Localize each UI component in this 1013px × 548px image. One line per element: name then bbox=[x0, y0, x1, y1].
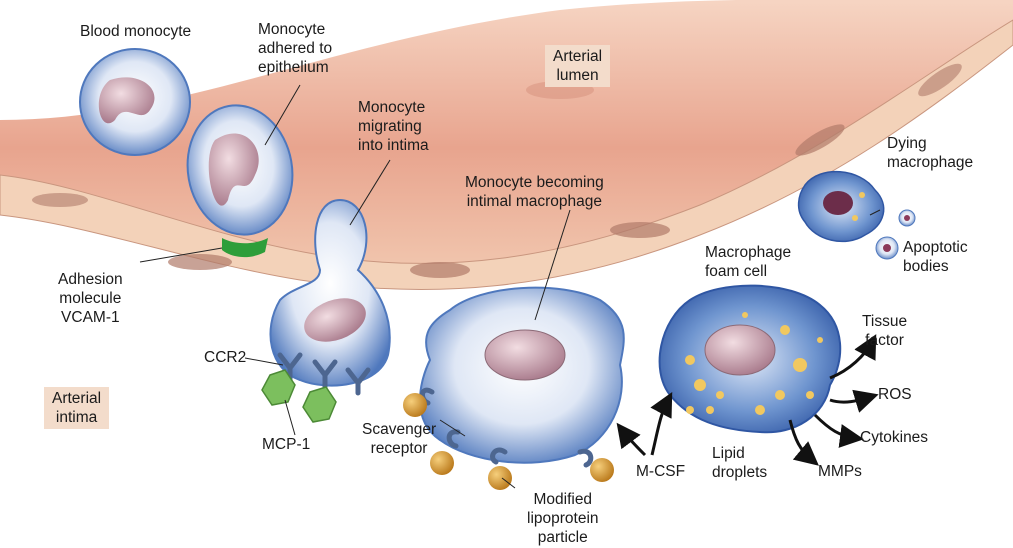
leader-lines bbox=[139, 84, 881, 489]
label-arterial-lumen: Arterial lumen bbox=[545, 45, 611, 87]
lipid-droplets bbox=[685, 312, 823, 415]
foam-cell bbox=[658, 284, 842, 434]
vcam1-adhesion-molecule bbox=[222, 238, 268, 258]
adhered-monocyte-cell bbox=[186, 104, 294, 258]
label-ccr2: CCR2 bbox=[204, 349, 247, 366]
label-arterial-intima: Arterial intima bbox=[44, 387, 110, 429]
label-mcsf: M-CSF bbox=[636, 463, 686, 480]
mcp1-chemokines bbox=[261, 369, 337, 423]
label-monocyte-adhered: Monocyte adhered to epithelium bbox=[258, 21, 333, 76]
dying-macrophage-cell bbox=[797, 171, 885, 243]
label-apoptotic-bodies: Apoptotic bodies bbox=[903, 239, 968, 275]
intimal-macrophage-cell bbox=[419, 286, 625, 468]
label-mcp1: MCP-1 bbox=[262, 436, 311, 453]
label-mmps: MMPs bbox=[818, 463, 862, 480]
label-dying-macrophage: Dying macrophage bbox=[887, 135, 974, 171]
label-monocyte-becoming: Monocyte becoming intimal macrophage bbox=[465, 174, 604, 210]
label-modified-lipoprotein: Modified lipoprotein particle bbox=[527, 491, 599, 546]
label-lipid-droplets: Lipid droplets bbox=[712, 445, 768, 481]
label-ros: ROS bbox=[878, 386, 912, 403]
label-adhesion-molecule: Adhesion molecule VCAM-1 bbox=[58, 271, 123, 326]
lipoprotein-particles bbox=[403, 393, 614, 490]
label-cytokines: Cytokines bbox=[860, 429, 929, 446]
label-monocyte-migrating: Monocyte migrating into intima bbox=[358, 99, 429, 154]
signal-arrows bbox=[616, 334, 879, 466]
label-tissue-factor: Tissue factor bbox=[862, 313, 908, 349]
label-scavenger-receptor: Scavenger receptor bbox=[362, 421, 437, 457]
label-blood-monocyte: Blood monocyte bbox=[80, 23, 192, 40]
apoptotic-bodies bbox=[875, 209, 916, 260]
blood-monocyte-cell bbox=[79, 48, 191, 156]
label-foam-cell: Macrophage foam cell bbox=[705, 244, 792, 280]
